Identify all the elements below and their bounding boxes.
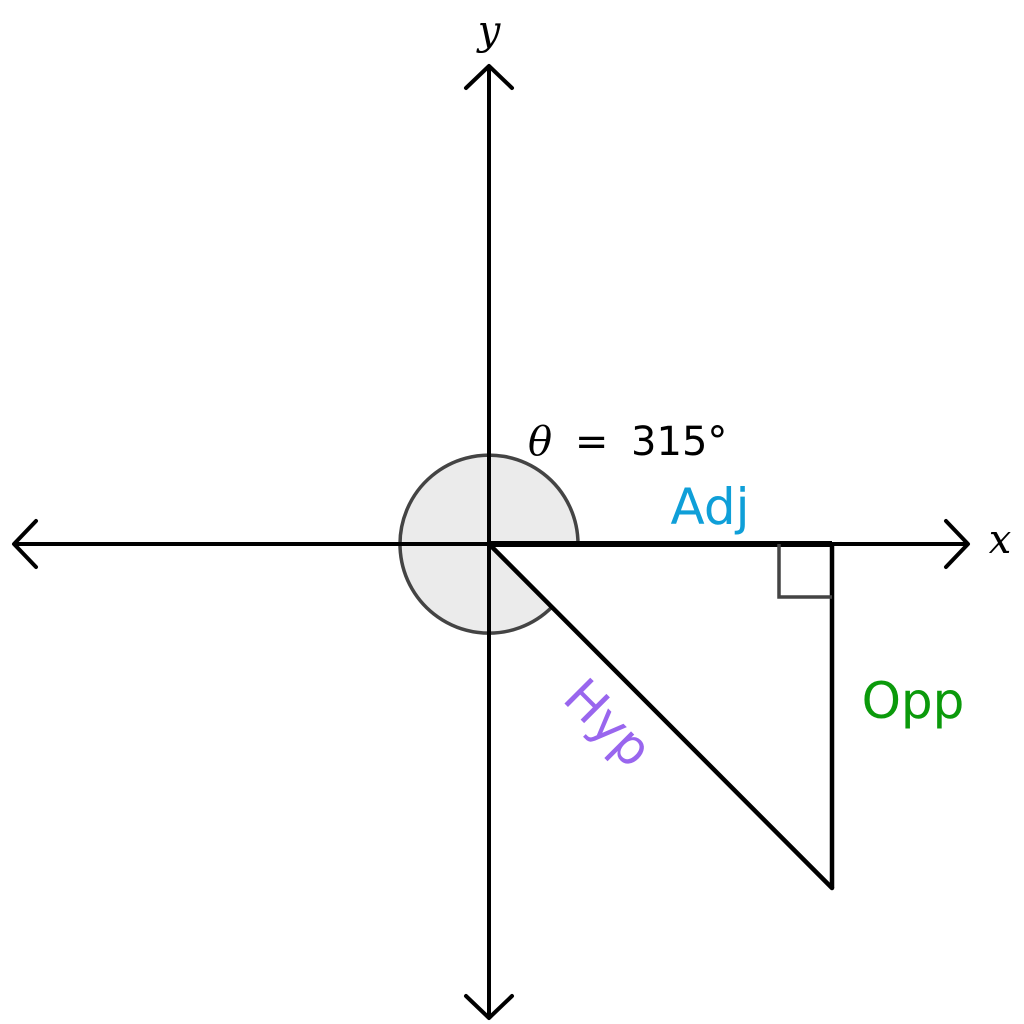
angle-symbol: θ — [528, 419, 552, 465]
opposite-label: Opp — [862, 672, 965, 730]
y-axis-top-arrow-icon — [464, 64, 514, 90]
adjacent-label: Adj — [671, 478, 750, 536]
y-axis-label: y — [476, 8, 502, 54]
angle-equals: = — [575, 419, 609, 465]
angle-arc-outline — [398, 453, 580, 635]
angle-value: 315° — [631, 419, 727, 465]
x-axis-right-arrow-icon — [944, 519, 970, 569]
right-angle-marker — [777, 544, 832, 599]
hypotenuse-label: Hyp — [553, 667, 664, 778]
hypotenuse-side — [486, 541, 835, 891]
angle-label: θ = 315° — [528, 419, 727, 465]
x-axis-label: x — [989, 517, 1012, 563]
x-axis-left-arrow-icon — [12, 519, 38, 569]
y-axis-bottom-arrow-icon — [464, 994, 514, 1020]
